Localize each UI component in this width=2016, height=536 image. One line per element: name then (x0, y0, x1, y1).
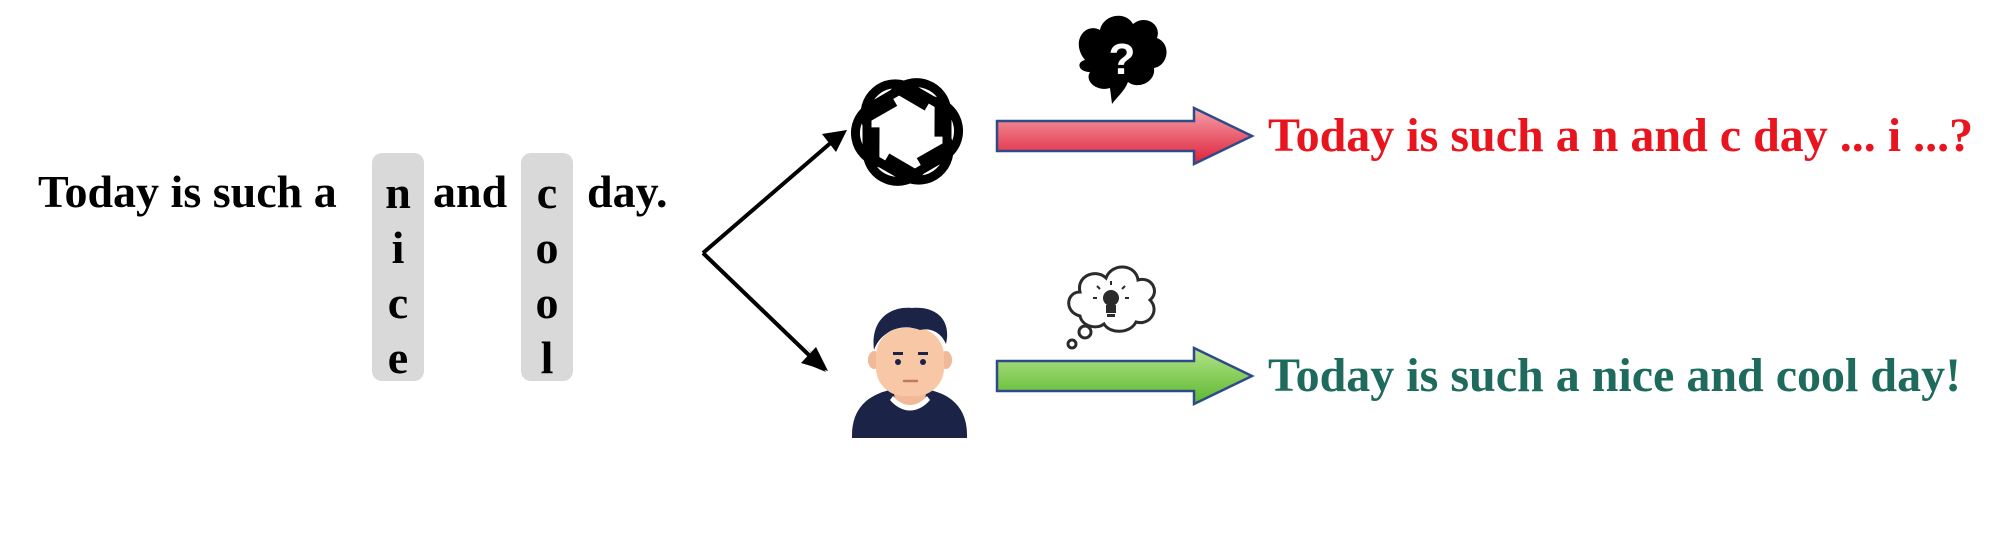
letter-box-word2 (521, 153, 573, 381)
human-output-arrow (995, 346, 1255, 406)
letter: n (385, 167, 411, 218)
letter: c (536, 167, 558, 218)
branch-arrows (701, 130, 847, 372)
letter: l (540, 332, 554, 383)
letter: o (535, 277, 559, 328)
confused-question-bubble-icon: ? (1078, 15, 1167, 105)
letter: c (387, 277, 409, 328)
letter-box-word1 (372, 153, 424, 381)
branch-arrow-up (701, 138, 836, 255)
vertical-word2: c o o l (521, 165, 573, 385)
idea-lightbulb-bubble-icon (1066, 265, 1156, 350)
vertical-word1: n i c e (372, 165, 424, 385)
input-suffix: day. (587, 166, 668, 217)
letter: i (391, 222, 405, 273)
input-prefix: Today is such a (38, 166, 337, 217)
letter: o (535, 222, 559, 273)
person-avatar-icon (852, 307, 967, 438)
branch-arrowhead-up (822, 130, 847, 152)
branch-arrow-down (701, 251, 814, 360)
openai-logo-icon (851, 78, 963, 186)
model-output-arrow (995, 106, 1255, 166)
letter: e (387, 332, 409, 383)
svg-text:?: ? (1109, 35, 1136, 84)
human-output-text: Today is such a nice and cool day! (1268, 349, 1962, 402)
input-middle: and (433, 166, 508, 217)
model-output-text: Today is such a n and c day ... i ...? (1268, 109, 1974, 162)
